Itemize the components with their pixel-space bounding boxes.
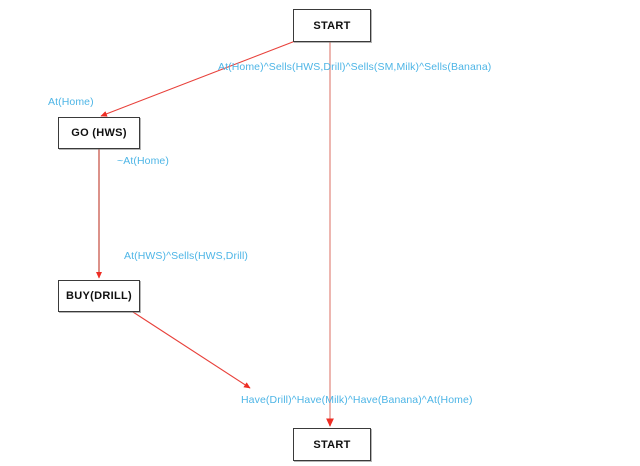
edge-label-at-hws: At(HWS)^Sells(HWS,Drill) [124, 250, 248, 262]
node-go-hws[interactable]: GO (HWS) [58, 117, 140, 149]
node-start-top-label: START [313, 19, 351, 32]
edge-label-precond-top: At(Home)^Sells(HWS,Drill)^Sells(SM,Milk)… [218, 61, 492, 73]
node-start-top[interactable]: START [293, 9, 371, 42]
edge-label-not-at-home: ~At(Home) [117, 155, 169, 167]
node-buy-drill[interactable]: BUY(DRILL) [58, 280, 140, 312]
edge-label-goal: Have(Drill)^Have(Milk)^Have(Banana)^At(H… [241, 394, 473, 406]
node-buy-drill-label: BUY(DRILL) [66, 290, 132, 302]
edge-buy-to-goal [132, 311, 251, 389]
node-go-hws-label: GO (HWS) [71, 127, 127, 139]
node-start-bottom[interactable]: START [293, 428, 371, 461]
node-start-bottom-label: START [313, 438, 351, 451]
edge-label-at-home: At(Home) [48, 96, 94, 108]
edge-start-to-go [100, 40, 295, 117]
